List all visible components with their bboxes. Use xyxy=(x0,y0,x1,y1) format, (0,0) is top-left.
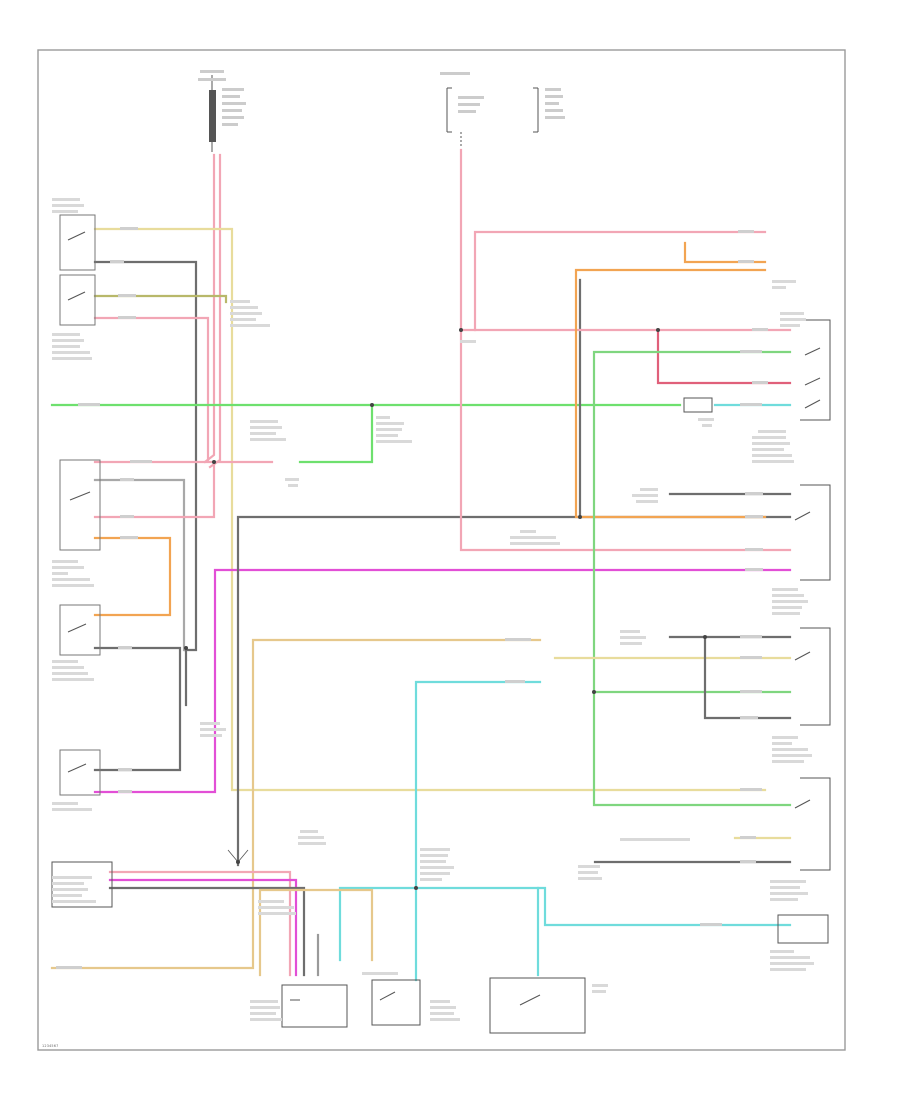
wire-pink-small-right xyxy=(656,328,792,385)
wire-pink-main-left xyxy=(203,153,216,464)
wire-gray-center xyxy=(236,278,582,867)
component-label-marks xyxy=(52,198,814,1021)
wire-yellow-top xyxy=(93,227,767,792)
wire-gray-right-c xyxy=(703,635,792,720)
wire-pink-small xyxy=(93,316,210,462)
footer-code: 1234567 xyxy=(42,1044,59,1048)
wire-magenta-bottom xyxy=(108,878,298,977)
wire-magenta xyxy=(93,568,792,794)
switches-right xyxy=(777,319,831,944)
wire-green-branch xyxy=(298,403,374,464)
wire-green-right xyxy=(592,350,792,807)
wire-cyan-bottom xyxy=(338,886,792,962)
wire-gray-long xyxy=(93,646,182,772)
fuse-right xyxy=(683,397,713,413)
wire-pink-top-right xyxy=(473,230,767,332)
junction-dots xyxy=(184,328,707,890)
wire-pink-hot-run xyxy=(459,148,792,552)
wire-orange-long xyxy=(574,268,767,519)
hot-in-run-box xyxy=(440,72,565,148)
wire-gray-bottom xyxy=(108,886,306,977)
wire-gray-top xyxy=(93,260,198,652)
switches-left xyxy=(59,214,101,796)
wires xyxy=(50,148,792,982)
wire-code-marks xyxy=(56,227,768,969)
wire-tan xyxy=(50,638,542,970)
wire-pink-switch xyxy=(93,460,216,519)
wire-olive xyxy=(93,294,228,304)
wire-tan-bottom xyxy=(258,888,374,977)
wire-orange-left xyxy=(93,536,172,617)
wire-cyan-center xyxy=(414,680,542,982)
diagram-border xyxy=(37,49,846,1051)
wire-pink-bottom-a xyxy=(108,870,292,977)
wire-orange-right xyxy=(683,241,767,264)
fuse-block-top-left xyxy=(198,70,246,152)
